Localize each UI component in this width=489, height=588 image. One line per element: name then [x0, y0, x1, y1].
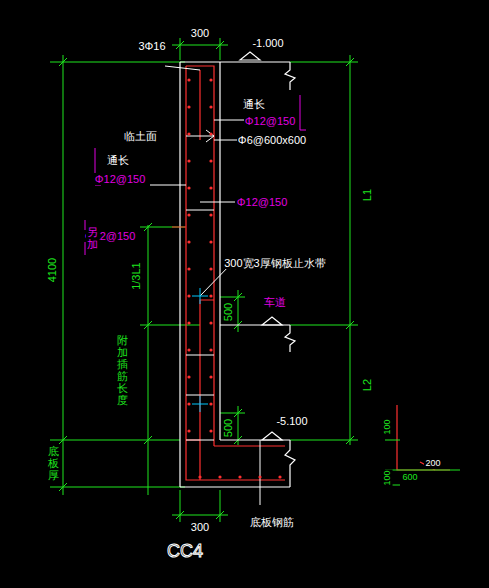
- dimension-label: L2: [361, 378, 373, 392]
- rebar-dot: [187, 375, 190, 378]
- rebar-dot: [187, 294, 190, 297]
- rebar-dot: [187, 132, 190, 135]
- rebar-dot: [187, 213, 190, 216]
- rebar-dot: [209, 267, 212, 270]
- rebar-dot: [187, 240, 190, 243]
- dimension-label: 通长: [242, 98, 266, 110]
- dimension-label: 500: [222, 418, 234, 438]
- dimension-label: Φ12@150: [94, 173, 147, 185]
- dimension-label: 车道: [263, 296, 287, 308]
- rebar-dot: [198, 475, 201, 478]
- rebar-dot: [209, 429, 212, 432]
- dimension-label: 300: [190, 27, 210, 39]
- rebar-dot: [218, 475, 221, 478]
- dimension-label: 通长: [106, 154, 130, 166]
- rebar-dot: [187, 78, 190, 81]
- rebar-dot: [187, 348, 190, 351]
- dimension-label: 200: [424, 459, 441, 469]
- dimension-label: L1: [361, 188, 373, 202]
- rebar-dot: [187, 429, 190, 432]
- rebar-dot: [187, 105, 190, 108]
- rebar-dot: [187, 321, 190, 324]
- drawing-caption: CC4: [166, 542, 204, 562]
- rebar-dot: [187, 267, 190, 270]
- dimension-label: 4100: [46, 257, 58, 283]
- dimension-label: 300宽3厚钢板止水带: [223, 257, 326, 269]
- dimension-label: 另加: [86, 226, 99, 250]
- rebar-dot: [187, 186, 190, 189]
- dimension-label: 3Φ16: [137, 40, 166, 52]
- rebar-dot: [258, 475, 261, 478]
- dimension-label: -1.000: [251, 37, 284, 49]
- rebar-dot: [209, 105, 212, 108]
- rebar-dot: [209, 78, 212, 81]
- dimension-label: 底板厚: [47, 445, 60, 481]
- rebar-dot: [209, 294, 212, 297]
- dimension-label: 600: [401, 473, 418, 483]
- dimension-label: 1/3L1: [130, 261, 142, 291]
- dimension-label: 底板钢筋: [249, 516, 295, 528]
- dimension-label: 300: [190, 521, 210, 533]
- dimension-label: -5.100: [275, 415, 308, 427]
- rebar-dot: [278, 475, 281, 478]
- dimension-label: Φ12@150: [244, 115, 297, 127]
- rebar-dot: [187, 402, 190, 405]
- rebar-dot: [209, 375, 212, 378]
- rebar-dot: [209, 213, 212, 216]
- dimension-label: 100: [383, 418, 393, 435]
- rebar-dot: [209, 321, 212, 324]
- dimension-label: 临土面: [123, 130, 158, 142]
- dimension-label: 100: [383, 469, 393, 486]
- rebar-dot: [209, 402, 212, 405]
- rebar-dot: [209, 186, 212, 189]
- dimension-label: 附加插筋长度: [116, 334, 129, 407]
- rebar-dot: [209, 159, 212, 162]
- rebar-dot: [209, 348, 212, 351]
- dimension-label: 500: [222, 302, 234, 322]
- rebar-dot: [187, 159, 190, 162]
- rebar-dot: [209, 132, 212, 135]
- dimension-label: Φ6@600x600: [237, 134, 307, 146]
- rebar-dot: [238, 475, 241, 478]
- rebar-dot: [209, 240, 212, 243]
- dimension-label: Φ12@150: [236, 196, 289, 208]
